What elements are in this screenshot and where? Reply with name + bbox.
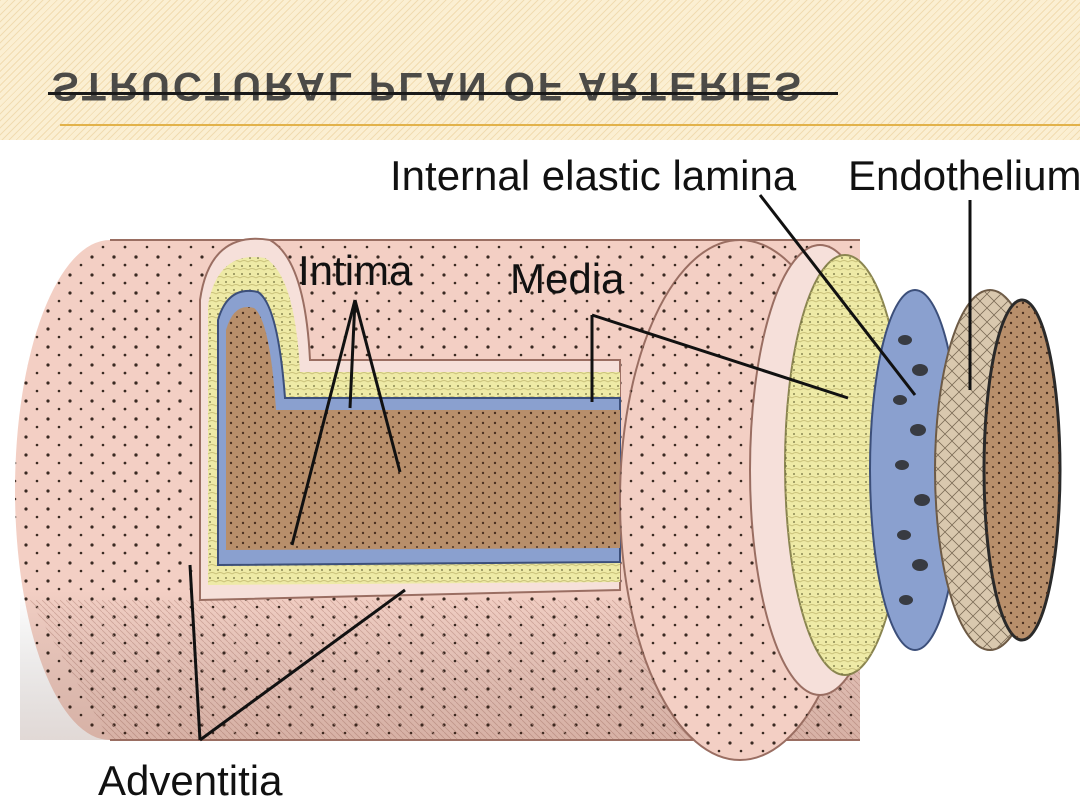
cutaway-section <box>199 237 621 602</box>
header-underline <box>60 124 1080 126</box>
slide-title: STRUCTURAL PLAN OF ARTERIES <box>52 64 805 108</box>
label-adventitia: Adventitia <box>98 757 283 804</box>
label-endothelium: Endothelium <box>848 152 1080 199</box>
slide-header: STRUCTURAL PLAN OF ARTERIES <box>0 0 1080 140</box>
label-intima: Intima <box>298 247 413 294</box>
label-media: Media <box>510 255 625 302</box>
title-strike-rule <box>48 92 838 95</box>
artery-end-layers <box>619 239 1062 761</box>
artery-diagram: Internal elastic lamina Endothelium Inti… <box>15 152 1080 804</box>
label-internal-elastic-lamina: Internal elastic lamina <box>390 152 797 199</box>
leader-lines <box>188 194 972 742</box>
